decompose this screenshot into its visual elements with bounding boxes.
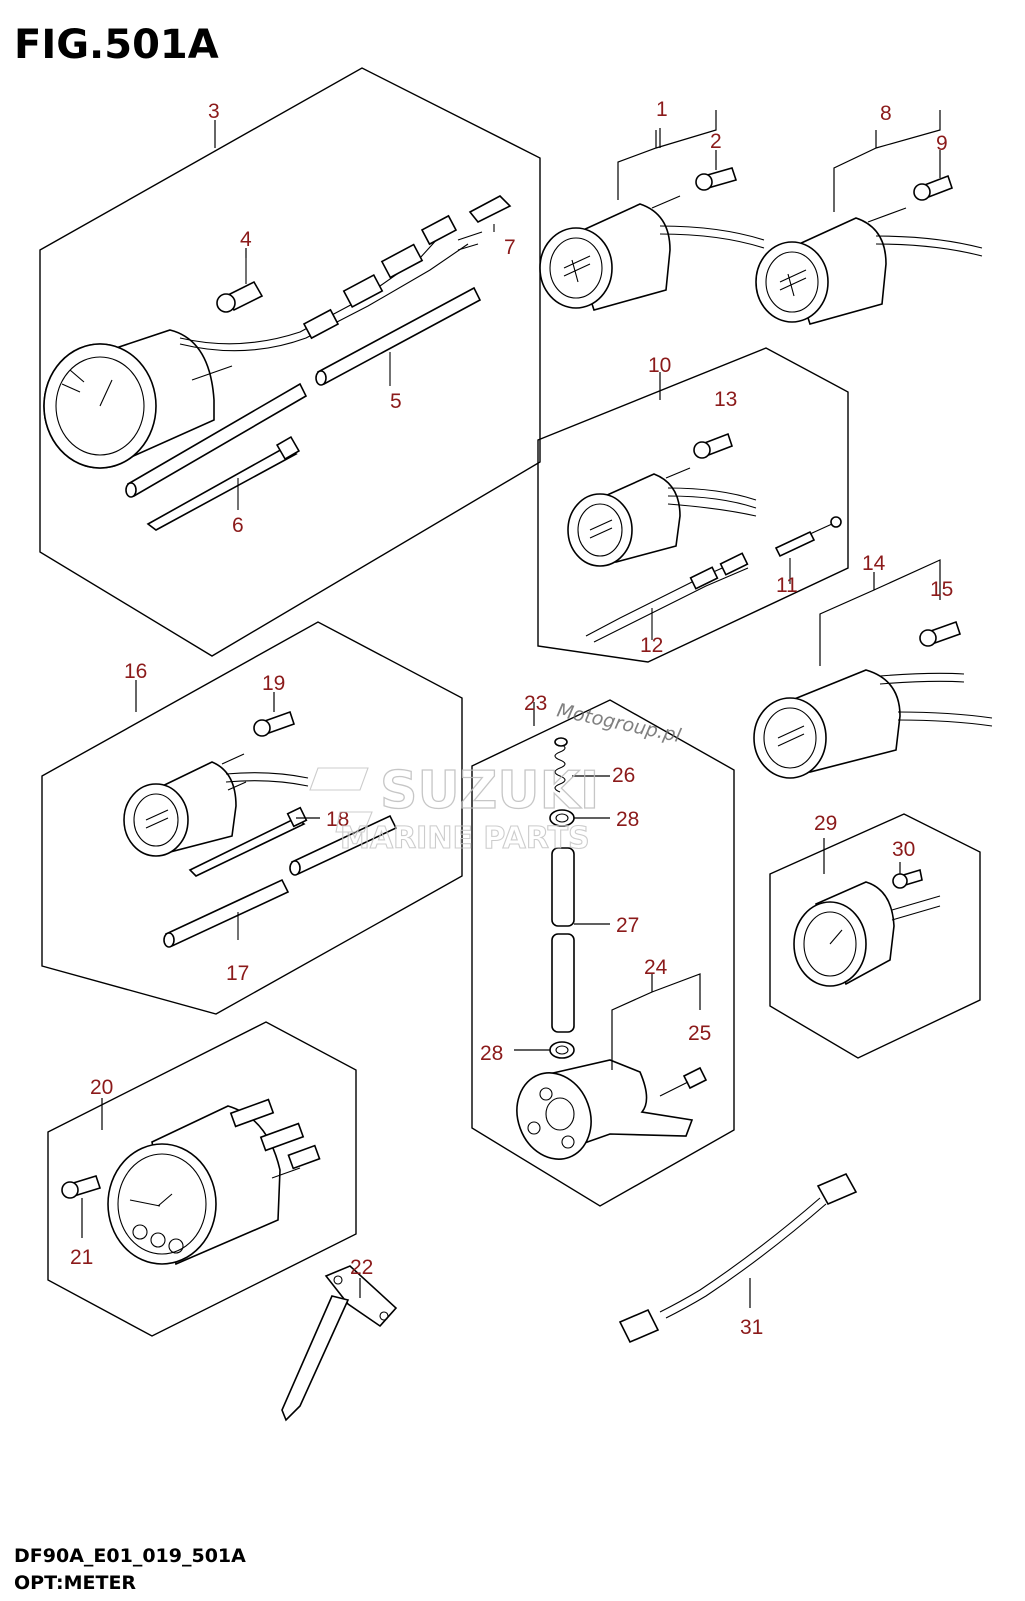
callout-22: 22 xyxy=(350,1256,373,1279)
callout-24: 24 xyxy=(644,956,668,979)
part-20-meter[interactable] xyxy=(107,1098,321,1266)
part-26-spring[interactable] xyxy=(554,737,568,793)
figure-title: FIG.501A xyxy=(14,22,219,68)
callout-18: 18 xyxy=(326,808,349,831)
part-28-clip-top[interactable] xyxy=(549,809,575,827)
part-18-cable-tie[interactable] xyxy=(188,806,308,877)
part-11-wire[interactable] xyxy=(774,516,842,584)
part-15-bulb[interactable] xyxy=(919,620,962,647)
callout-21: 21 xyxy=(70,1246,93,1269)
callout-10: 10 xyxy=(648,354,671,377)
part-17-tube[interactable] xyxy=(163,814,398,948)
part-13-bulb[interactable] xyxy=(693,432,734,459)
callout-23: 23 xyxy=(524,692,547,715)
watermark-site: Motogroup.pl xyxy=(555,699,684,747)
leader-1 xyxy=(617,110,717,200)
callout-6: 6 xyxy=(232,514,244,537)
callout-17: 17 xyxy=(226,962,249,985)
callout-11: 11 xyxy=(776,574,798,597)
callout-28-top: 28 xyxy=(616,808,639,831)
watermark-subtitle: MARINE PARTS xyxy=(340,821,590,856)
leader-24 xyxy=(611,973,701,1070)
figure-code: DF90A_E01_019_501A xyxy=(14,1545,246,1567)
callout-27: 27 xyxy=(616,914,639,937)
callout-19: 19 xyxy=(262,672,285,695)
part-19-bulb[interactable] xyxy=(253,710,296,737)
leader-lines xyxy=(81,120,941,1308)
callouts: 3 4 7 5 6 1 2 8 9 10 13 11 12 14 15 16 1… xyxy=(70,98,953,1339)
callout-1: 1 xyxy=(656,98,668,121)
watermark-brand: SUZUKI xyxy=(380,761,599,821)
callout-12: 12 xyxy=(640,634,663,657)
callout-9: 9 xyxy=(936,132,948,155)
callout-8: 8 xyxy=(880,102,892,125)
part-31-harness[interactable] xyxy=(618,1172,858,1344)
callout-4: 4 xyxy=(240,228,252,251)
panel-group-29 xyxy=(769,813,981,1059)
panel-group-20 xyxy=(47,1021,357,1337)
part-25-screw[interactable] xyxy=(659,1066,708,1097)
callout-13: 13 xyxy=(714,388,737,411)
part-22-sender[interactable] xyxy=(281,1265,398,1422)
part-1-meter[interactable] xyxy=(539,195,765,311)
callout-20: 20 xyxy=(90,1076,113,1099)
part-14-meter[interactable] xyxy=(753,669,993,779)
part-28-clip-bottom[interactable] xyxy=(549,1041,575,1059)
leader-14 xyxy=(819,559,941,666)
part-10-meter[interactable] xyxy=(567,467,757,567)
part-21-bulb[interactable] xyxy=(61,1175,102,1199)
callout-14: 14 xyxy=(862,552,886,575)
panel-group-23 xyxy=(471,699,735,1207)
watermark: Motogroup.pl SUZUKI MARINE PARTS xyxy=(309,699,684,857)
part-12-harness[interactable] xyxy=(585,552,749,643)
callout-31: 31 xyxy=(740,1316,763,1339)
part-4-bulb[interactable] xyxy=(216,258,264,313)
part-8-meter[interactable] xyxy=(755,207,983,325)
callout-3: 3 xyxy=(208,100,220,123)
part-24-bracket[interactable] xyxy=(505,1059,694,1170)
part-16-meter[interactable] xyxy=(123,753,309,857)
part-5-tube[interactable] xyxy=(125,286,482,498)
callout-2: 2 xyxy=(710,130,722,153)
panel-group-10 xyxy=(537,347,849,663)
part-27-tube[interactable] xyxy=(551,847,575,1033)
part-9-bulb[interactable] xyxy=(913,174,954,201)
part-30-bulb[interactable] xyxy=(892,868,923,889)
callout-7: 7 xyxy=(504,236,516,259)
leader-8 xyxy=(833,110,941,212)
panel-group-3 xyxy=(39,67,541,657)
part-3-speedometer[interactable] xyxy=(43,214,483,469)
part-29-meter[interactable] xyxy=(793,881,941,987)
part-2-bulb[interactable] xyxy=(695,167,738,191)
callout-29: 29 xyxy=(814,812,837,835)
part-6-cable-tie[interactable] xyxy=(146,435,301,531)
callout-26: 26 xyxy=(612,764,635,787)
callout-15: 15 xyxy=(930,578,953,601)
part-7-terminal[interactable] xyxy=(468,195,512,232)
callout-30: 30 xyxy=(892,838,915,861)
callout-28-bottom: 28 xyxy=(480,1042,503,1065)
callout-5: 5 xyxy=(390,390,402,413)
callout-16: 16 xyxy=(124,660,147,683)
callout-25: 25 xyxy=(688,1022,711,1045)
panel-group-16 xyxy=(41,621,463,1015)
figure-name: OPT:METER xyxy=(14,1572,136,1594)
